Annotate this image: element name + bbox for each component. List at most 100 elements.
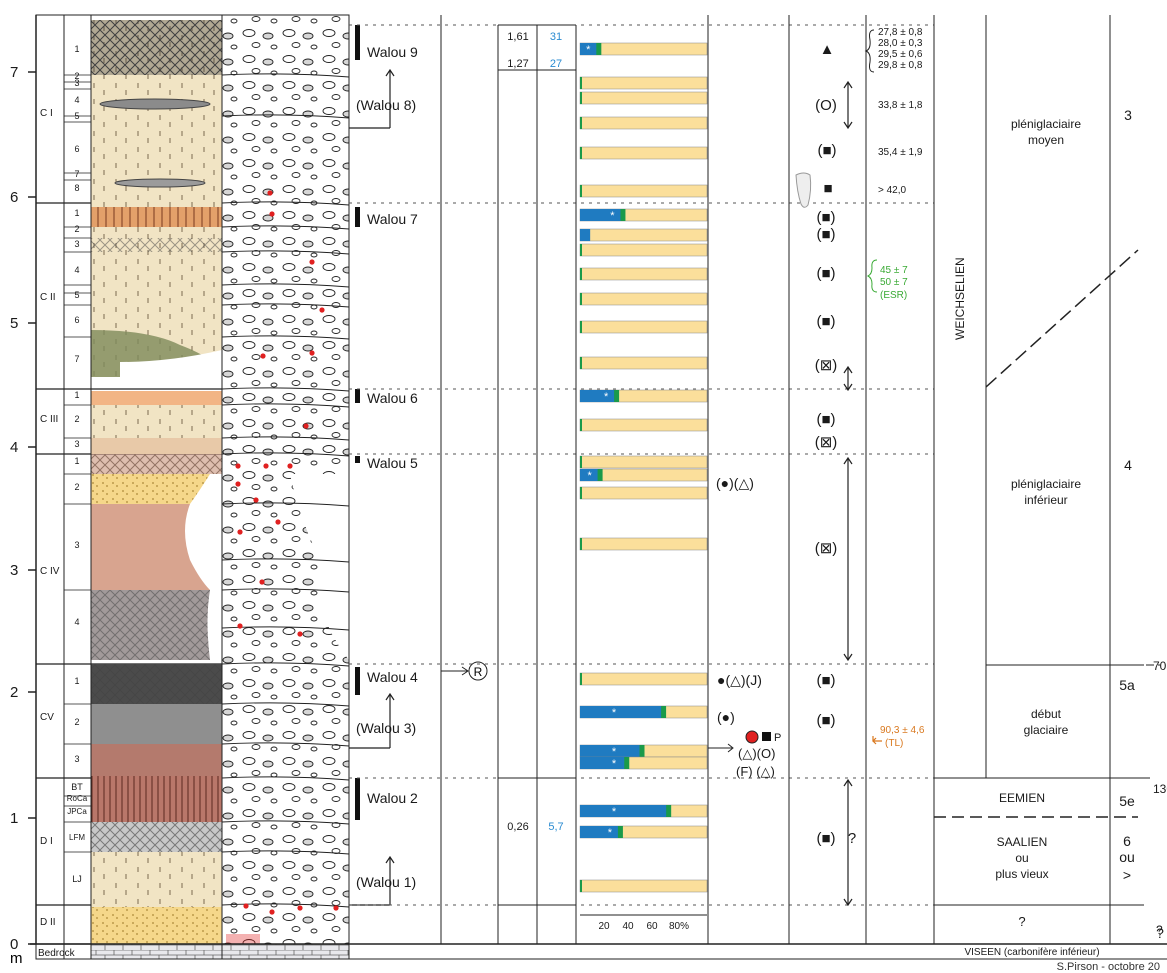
bar-fill: [580, 538, 582, 550]
clast-layer-boundary: [221, 626, 350, 631]
red-dot: [275, 519, 281, 525]
level-bar: [355, 389, 360, 403]
unit-layer-label: 4: [74, 95, 79, 105]
bar-fill: [580, 880, 582, 892]
red-dot: [235, 463, 241, 469]
clast-layer-boundary: [221, 303, 350, 308]
bar-fill: [580, 229, 591, 241]
value-col1: 1,61: [507, 31, 528, 43]
level-label: Walou 7: [367, 211, 418, 227]
bar-background: [579, 537, 708, 551]
bar-fill: [580, 209, 625, 221]
industry-column: (●)(△)●(△)(J)(●)P(△)(O)(F) (△): [708, 15, 790, 944]
unit-layer-label: BT: [71, 782, 83, 792]
mis-stage: 5a: [1119, 677, 1135, 693]
value-col2: 31: [550, 31, 562, 43]
level-label: (Walou 8): [356, 97, 416, 113]
weichselien-label: WEICHSELIEN: [953, 257, 967, 340]
unit-group-label: C I: [40, 108, 53, 119]
esr-date: 45 ± 7: [880, 265, 908, 276]
bar-fill: [580, 673, 582, 685]
bar-background: [579, 418, 708, 432]
industry-level-bottom: (△)(O): [738, 746, 775, 761]
unit-layer-label: 2: [74, 717, 79, 727]
red-circle-icon: [745, 730, 759, 744]
tl-date: 90,3 ± 4,6: [880, 725, 925, 736]
c14-date: 27,8 ± 0,8: [878, 27, 923, 38]
bar-background: [579, 184, 708, 198]
bar-background: [579, 320, 708, 334]
red-dot: [253, 497, 259, 503]
bar-fill: [580, 117, 582, 129]
red-dot: [237, 529, 243, 535]
red-dot: [226, 934, 260, 944]
bar-fill: [580, 469, 602, 481]
fauna-symbol: (■): [816, 226, 835, 243]
unit-layer-label: 1: [74, 390, 79, 400]
bar-green-segment: [639, 745, 645, 757]
bar-fill: [580, 390, 619, 402]
bar-star: *: [604, 391, 609, 403]
level-bar: [355, 667, 360, 695]
clast-layer-boundary: [221, 114, 350, 119]
level-label: Walou 6: [367, 390, 418, 406]
level-label: Walou 9: [367, 44, 418, 60]
fauna-symbol: (■): [816, 672, 835, 689]
unit-layer-label: 6: [74, 144, 79, 154]
unknown-age: ?: [1018, 914, 1025, 929]
scale-tick-label: 6: [10, 189, 18, 206]
bar-fill: [580, 805, 671, 817]
saalien-label: plus vieux: [995, 867, 1048, 881]
bar-background: [579, 879, 708, 893]
red-dot: [287, 463, 293, 469]
industry-level3: (●): [717, 709, 735, 725]
clast-layer-boundary: [221, 558, 350, 563]
esr-date: (ESR): [880, 290, 907, 301]
fauna-symbol: (■): [816, 411, 835, 428]
bar-fill: [580, 244, 582, 256]
right-edge-label: 70: [1153, 659, 1167, 673]
pleniglaciaire-inferieur: inférieur: [1024, 493, 1067, 507]
bar-background: [579, 91, 708, 105]
bar-green-segment: [617, 826, 623, 838]
c14-date: 35,4 ± 1,9: [878, 147, 923, 158]
unit-layer-label: 1: [74, 208, 79, 218]
fauna-range-arrow: [843, 778, 853, 907]
mis-stage: 4: [1124, 457, 1132, 473]
red-dot: [309, 350, 315, 356]
bar-fill: [580, 77, 582, 89]
unit-layer-label: 6: [74, 315, 79, 325]
mis-stage: 3: [1124, 107, 1132, 123]
right-edge-label: ?: [1156, 923, 1163, 937]
unit-layer-label: 2: [74, 71, 79, 81]
bar-background: [579, 116, 708, 130]
clast-layer-boundary: [221, 283, 350, 288]
fauna-range-arrow: [843, 456, 853, 662]
sediment-column: [90, 14, 223, 960]
fauna-symbol: (⊠): [815, 434, 838, 451]
level-label: (Walou 1): [356, 874, 416, 890]
bar-background: [579, 356, 708, 370]
unit-group-label: D I: [40, 836, 53, 847]
fauna-symbol: (⊠): [815, 540, 838, 557]
fauna-range-arrow: [843, 80, 853, 130]
clast-layer-boundary: [221, 702, 350, 707]
saalien-label: SAALIEN: [997, 835, 1048, 849]
industry-level4: ●(△)(J): [717, 672, 762, 688]
bar-green-segment: [620, 209, 626, 221]
unit-layer-label: RoCa: [67, 794, 88, 803]
bar-background: [579, 228, 708, 242]
red-dot: [303, 423, 309, 429]
red-dot: [243, 903, 249, 909]
fauna-symbol: (■): [817, 142, 836, 159]
scale-tick-label: 7: [10, 64, 18, 81]
level-arrow: [349, 68, 395, 129]
bar-fill: [580, 706, 666, 718]
scale-tick-label: 3: [10, 562, 18, 579]
c14-date: 29,8 ± 0,8: [878, 60, 923, 71]
unit-layer-label: 2: [74, 224, 79, 234]
tl-date: (TL): [885, 738, 903, 749]
value-col2: 27: [550, 58, 562, 70]
debut-glaciaire: glaciaire: [1024, 723, 1069, 737]
